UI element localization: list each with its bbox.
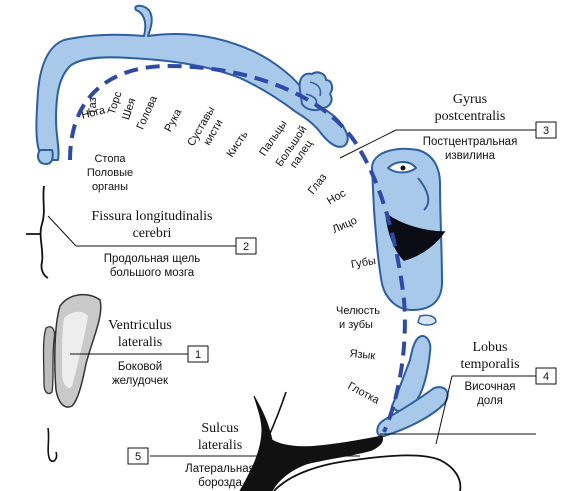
part-label-arm: Рука — [162, 106, 184, 134]
callout-number-3: 3 — [543, 125, 549, 137]
label-2-latin-line1: Fissura longitudinalis — [92, 209, 213, 224]
callout-number-1: 1 — [195, 349, 201, 361]
part-label-foot: Стопа — [94, 153, 126, 165]
label-3-latin-line1: Gyrus — [453, 92, 487, 107]
label-2-russian-line2: большого мозга — [110, 267, 195, 279]
label-1-latin-line2: lateralis — [118, 335, 162, 350]
sulcus-branch — [268, 392, 286, 438]
label-4-russian-line2: доля — [477, 395, 503, 407]
callout-box-1: 1 — [188, 346, 208, 362]
label-5-latin-line1: Sulcus — [201, 421, 238, 436]
longitudinal-fissure — [26, 186, 48, 278]
label-4-russian-line1: Височная — [464, 381, 515, 393]
part-label-genitals-2: органы — [92, 181, 128, 193]
label-1-latin-line1: Ventriculus — [108, 318, 172, 333]
label-5-russian-line1: Латеральная — [185, 463, 255, 475]
callout-number-2: 2 — [243, 241, 249, 253]
label-3-latin-line2: postcentralis — [435, 109, 506, 124]
label-4-latin-line2: temporalis — [460, 357, 519, 372]
jaw-shape — [418, 315, 436, 325]
part-label-hand: Кисть — [224, 129, 250, 160]
part-label-pharynx: Глотка — [346, 380, 382, 407]
callout-box-5: 5 — [128, 448, 148, 464]
part-label-jaw: Челюсть — [336, 305, 380, 317]
part-label-neck: Шея — [120, 97, 138, 122]
part-label-lips: Губы — [350, 255, 377, 271]
part-label-face: Лицо — [331, 215, 359, 236]
callout-number-4: 4 — [543, 371, 549, 383]
label-3-russian-line2: извилина — [445, 150, 496, 162]
label-2-russian-line1: Продольная щель — [104, 253, 201, 265]
part-label-head: Голова — [135, 93, 161, 131]
part-label-eye: Глаз — [306, 171, 329, 196]
label-5-russian-line2: борозда — [198, 477, 242, 489]
label-5-latin-line2: lateralis — [198, 438, 242, 453]
part-label-tongue: Язык — [349, 348, 376, 363]
callout-box-3: 3 — [536, 122, 556, 138]
small-ventricle-shape — [44, 327, 55, 394]
callout-number-5: 5 — [135, 451, 141, 463]
label-3-russian-line1: Постцентральная — [423, 136, 518, 148]
part-label-teeth: и зубы — [339, 319, 373, 331]
part-label-nose: Нос — [325, 187, 348, 207]
label-4-latin-line1: Lobus — [473, 340, 508, 355]
part-label-genitals-1: Половые — [87, 167, 133, 179]
callout-box-2: 2 — [236, 238, 256, 254]
tongue-pharynx-shape — [377, 336, 447, 436]
small-sulcus-mark — [48, 428, 57, 461]
label-1-russian-line1: Боковой — [118, 361, 162, 373]
label-2-latin-line2: cerebri — [133, 226, 172, 241]
label-1-russian-line2: желудочек — [112, 375, 169, 387]
lateral-sulcus-shape — [240, 396, 383, 491]
callout-box-4: 4 — [536, 368, 556, 384]
